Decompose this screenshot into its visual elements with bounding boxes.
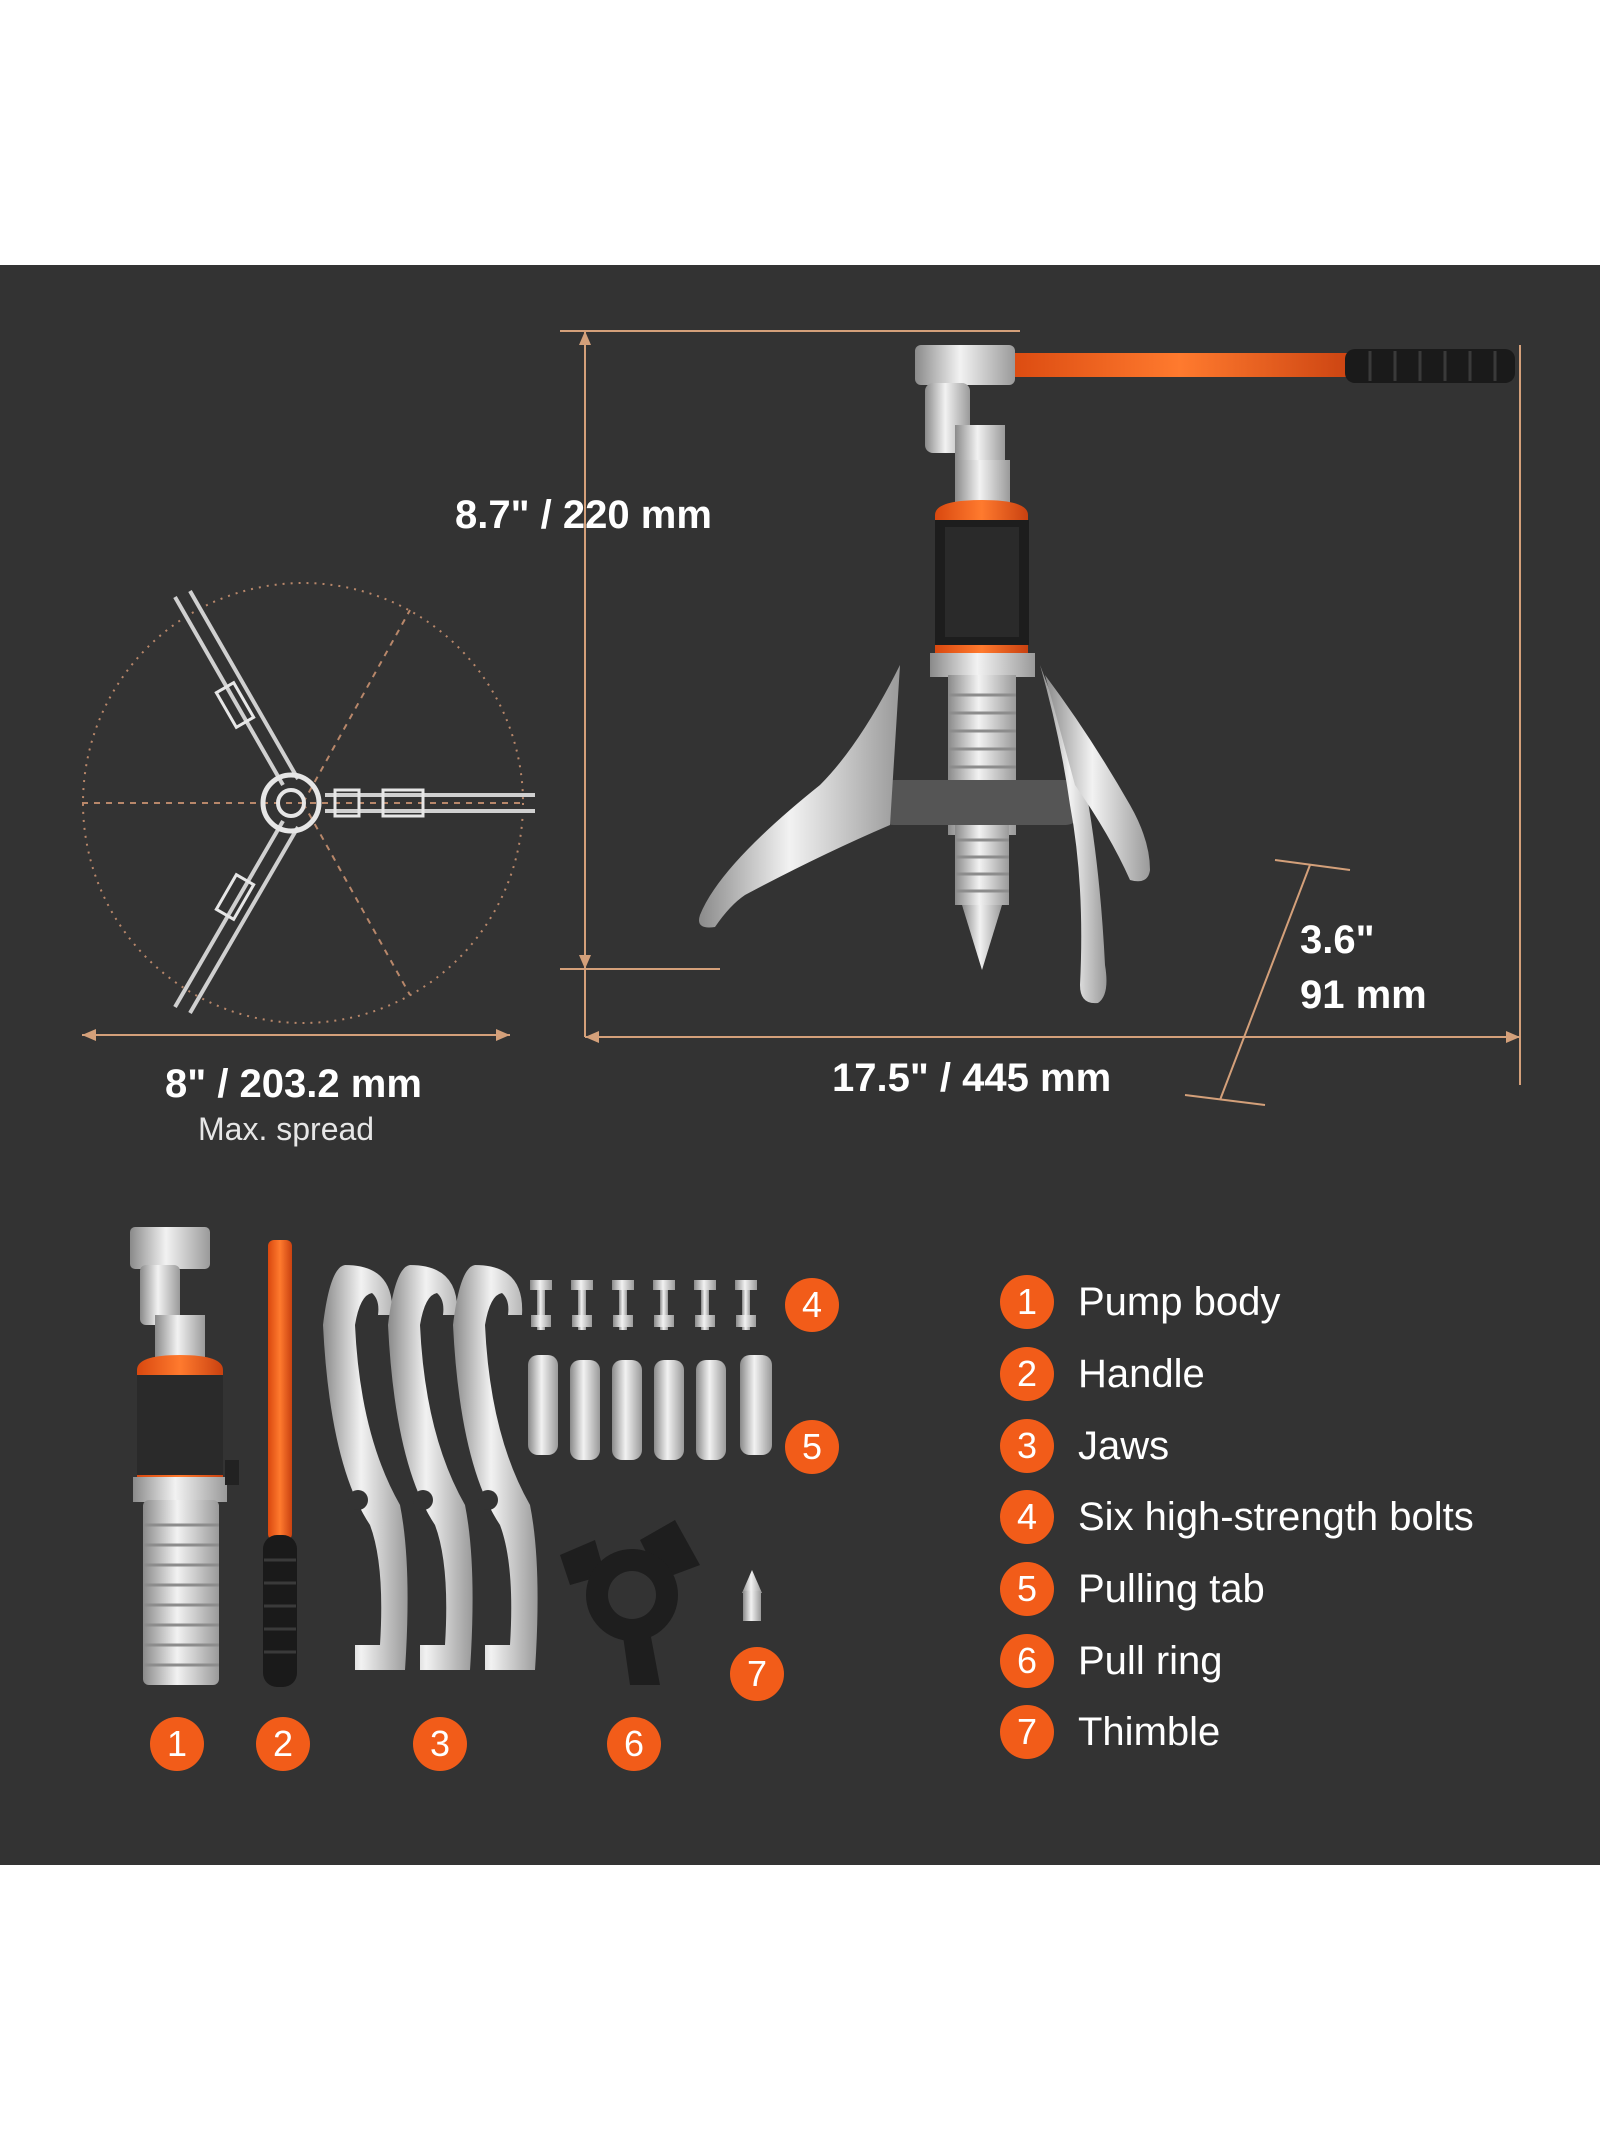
- length-dimension-line: [585, 345, 1521, 1085]
- legend-badge: 6: [1000, 1634, 1054, 1688]
- jaw-depth-label-line1: 3.6": [1300, 918, 1375, 962]
- part-badge-3: 3: [413, 1717, 467, 1771]
- part-badge-6: 6: [607, 1717, 661, 1771]
- pull-ring-icon: [560, 1520, 700, 1685]
- part-badge-2: 2: [256, 1717, 310, 1771]
- spread-caption: Max. spread: [198, 1111, 375, 1147]
- legend-item: 6 Pull ring: [1000, 1631, 1223, 1691]
- legend-label: Pulling tab: [1078, 1566, 1265, 1611]
- spread-diagram: [82, 582, 535, 1041]
- legend-label: Six high-strength bolts: [1078, 1494, 1474, 1539]
- part-badge-7: 7: [730, 1647, 784, 1701]
- bolts-icon: [530, 1280, 757, 1330]
- legend-item: 1 Pump body: [1000, 1272, 1280, 1332]
- legend-badge: 1: [1000, 1275, 1054, 1329]
- legend-badge: 2: [1000, 1347, 1054, 1401]
- jaw-depth-label-line2: 91 mm: [1300, 973, 1427, 1017]
- legend-item: 3 Jaws: [1000, 1416, 1169, 1476]
- legend-item: 7 Thimble: [1000, 1702, 1220, 1762]
- legend-badge: 5: [1000, 1562, 1054, 1616]
- legend-label: Pull ring: [1078, 1638, 1223, 1683]
- legend-badge: 7: [1000, 1705, 1054, 1759]
- height-dimension-line: [560, 330, 1020, 1037]
- jaws-icon: [323, 1265, 538, 1670]
- jaw-depth-dimension-line: [1184, 859, 1351, 1106]
- legend-item: 2 Handle: [1000, 1344, 1205, 1404]
- part-badge-4: 4: [785, 1278, 839, 1332]
- handle-icon: [263, 1240, 297, 1687]
- product-illustration: [82, 330, 1521, 1687]
- legend-label: Pump body: [1078, 1279, 1281, 1324]
- pulling-tab-icon: [528, 1355, 772, 1460]
- hydraulic-puller-illustration: [699, 345, 1515, 1004]
- legend-label: Handle: [1078, 1351, 1205, 1396]
- legend-label: Thimble: [1078, 1709, 1221, 1754]
- legend-item: 5 Pulling tab: [1000, 1559, 1265, 1619]
- thimble-icon: [742, 1570, 762, 1621]
- legend-item: 4 Six high-strength bolts: [1000, 1487, 1474, 1547]
- legend-label: Jaws: [1078, 1423, 1170, 1468]
- spread-dimension-label: 8" / 203.2 mm: [165, 1062, 422, 1106]
- legend-badge: 4: [1000, 1490, 1054, 1544]
- legend-badge: 3: [1000, 1419, 1054, 1473]
- height-dimension-label: 8.7" / 220 mm: [455, 493, 712, 537]
- pump-body-icon: [130, 1227, 239, 1685]
- length-dimension-label: 17.5" / 445 mm: [832, 1056, 1112, 1100]
- part-badge-1: 1: [150, 1717, 204, 1771]
- part-badge-5: 5: [785, 1420, 839, 1474]
- product-panel: 8.7" / 220 mm 3.6" 91 mm 17.5" / 445 mm …: [0, 265, 1600, 1865]
